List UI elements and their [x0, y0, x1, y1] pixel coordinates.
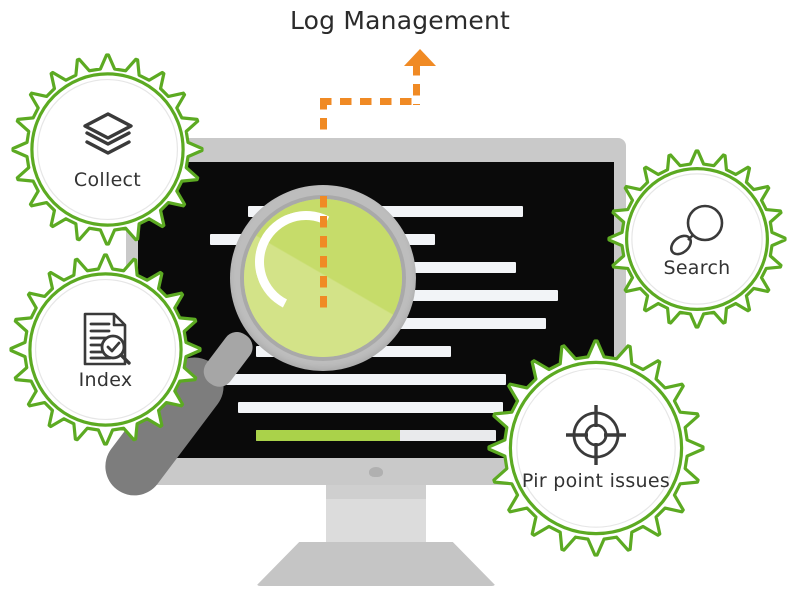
monitor-stand-neck-top [326, 485, 426, 499]
monitor-stand-base [256, 542, 496, 586]
magnifier-icon [666, 203, 728, 259]
layers-icon [81, 111, 135, 155]
document-search-icon [80, 311, 132, 367]
log-line [238, 402, 503, 413]
flow-line-over-lens [320, 196, 327, 314]
flow-arrowhead-icon [404, 49, 436, 66]
gear-label-pinpoint: Pir point issues [521, 470, 671, 492]
gear-outline-icon [11, 53, 204, 246]
page-title: Log Management [289, 6, 511, 35]
log-line [226, 374, 506, 385]
gear-label-collect: Collect [73, 169, 142, 191]
gear-collect[interactable]: Collect [10, 52, 205, 247]
gear-label-search: Search [663, 257, 731, 280]
gear-pinpoint[interactable]: Pir point issues [486, 338, 706, 558]
progress-bar-fill [256, 430, 400, 441]
monitor-logo-icon [369, 467, 383, 477]
flow-line-horizontal [320, 98, 420, 105]
crosshair-target-icon [565, 404, 627, 466]
flow-line-to-arrow [413, 64, 420, 105]
gear-search[interactable]: Search [606, 148, 788, 330]
gear-index[interactable]: Index [8, 252, 203, 447]
progress-bar-track [256, 430, 496, 441]
gear-label-index: Index [78, 369, 133, 391]
